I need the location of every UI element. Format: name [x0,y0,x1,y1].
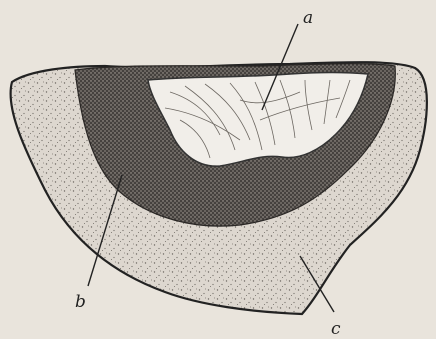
label-c: c [331,319,341,339]
label-a: a [303,8,313,28]
label-b: b [75,292,86,312]
